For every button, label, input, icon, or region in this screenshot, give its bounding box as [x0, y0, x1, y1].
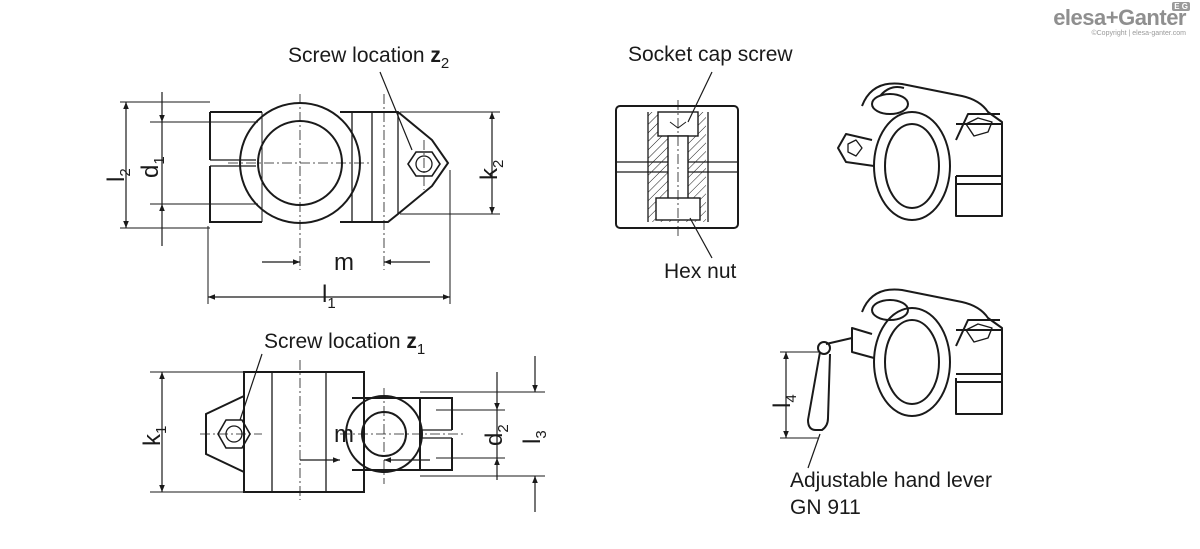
- screw-location-z1-label: Screw location z1: [264, 330, 425, 358]
- dim-m-bottom: m: [334, 421, 354, 448]
- lever-dimension-lines: [783, 352, 821, 469]
- section-view-leaders: [687, 71, 713, 259]
- dim-d1: d1: [137, 156, 168, 178]
- hex-nut-label: Hex nut: [664, 260, 737, 283]
- top-view-drawing: [209, 102, 450, 224]
- dim-l2: l2: [103, 168, 134, 182]
- bottom-view-extension-lines: [150, 371, 545, 493]
- top-view-dimension-lines: [123, 71, 495, 300]
- copyright-text: ©Copyright | elesa-ganter.com: [1091, 30, 1186, 37]
- logo-badge: E G: [1172, 2, 1190, 11]
- hand-lever-label-line2: GN 911: [790, 496, 861, 519]
- bottom-view-centerlines: [200, 360, 464, 500]
- dim-k1: k1: [139, 426, 170, 446]
- brand-logo: elesa+Ganter E G ©Copyright | elesa-gant…: [1053, 2, 1190, 38]
- bottom-view-dimension-lines: [159, 353, 538, 512]
- isometric-view-upper: [837, 82, 1003, 221]
- dim-l1: l1: [322, 281, 336, 312]
- logo-text: elesa+Ganter: [1053, 5, 1186, 30]
- hand-lever-label-line1: Adjustable hand lever: [790, 469, 992, 492]
- dim-k2: k2: [476, 160, 507, 180]
- section-view-drawing: [615, 105, 739, 229]
- dim-l3: l3: [519, 430, 550, 444]
- screw-location-z2-label: Screw location z2: [288, 44, 449, 72]
- dim-m-top: m: [334, 249, 354, 276]
- isometric-view-lower: [807, 288, 1003, 431]
- socket-cap-screw-label: Socket cap screw: [628, 43, 793, 66]
- dim-l4: l4: [769, 394, 800, 408]
- bottom-view-drawing: [205, 371, 453, 493]
- top-view-extension-lines: [120, 101, 500, 304]
- dim-d2: d2: [481, 424, 512, 446]
- top-view-centerlines: [228, 94, 425, 270]
